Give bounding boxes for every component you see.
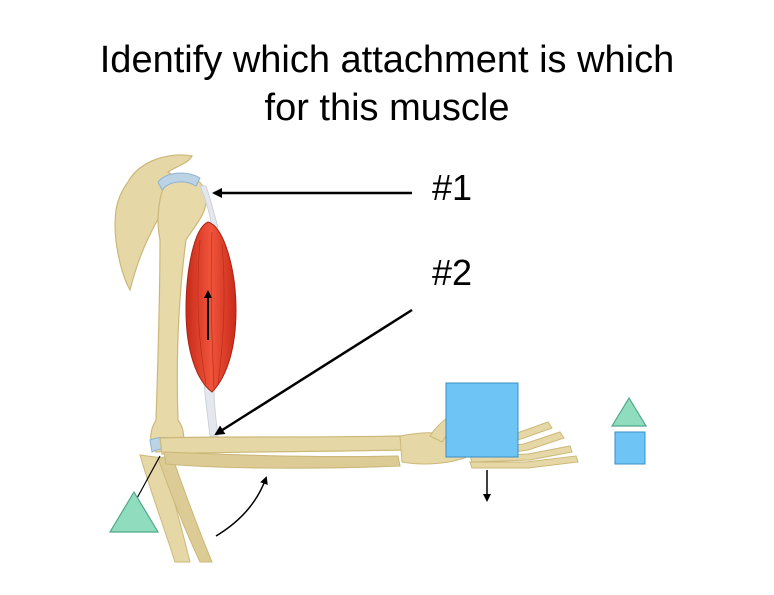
label-attachment-2: #2: [432, 253, 472, 293]
fulcrum-triangle-icon: [110, 492, 158, 532]
forearm: [160, 436, 402, 468]
pointer-arrow-2: [216, 310, 412, 434]
lower-arm-bones: [140, 455, 212, 562]
load-box: [446, 383, 518, 457]
legend-square-icon: [615, 432, 645, 464]
legend-triangle-icon: [612, 398, 646, 426]
label-attachment-1: #1: [432, 168, 472, 208]
rotation-arrow: [216, 478, 266, 536]
biceps-muscle: [186, 222, 236, 392]
